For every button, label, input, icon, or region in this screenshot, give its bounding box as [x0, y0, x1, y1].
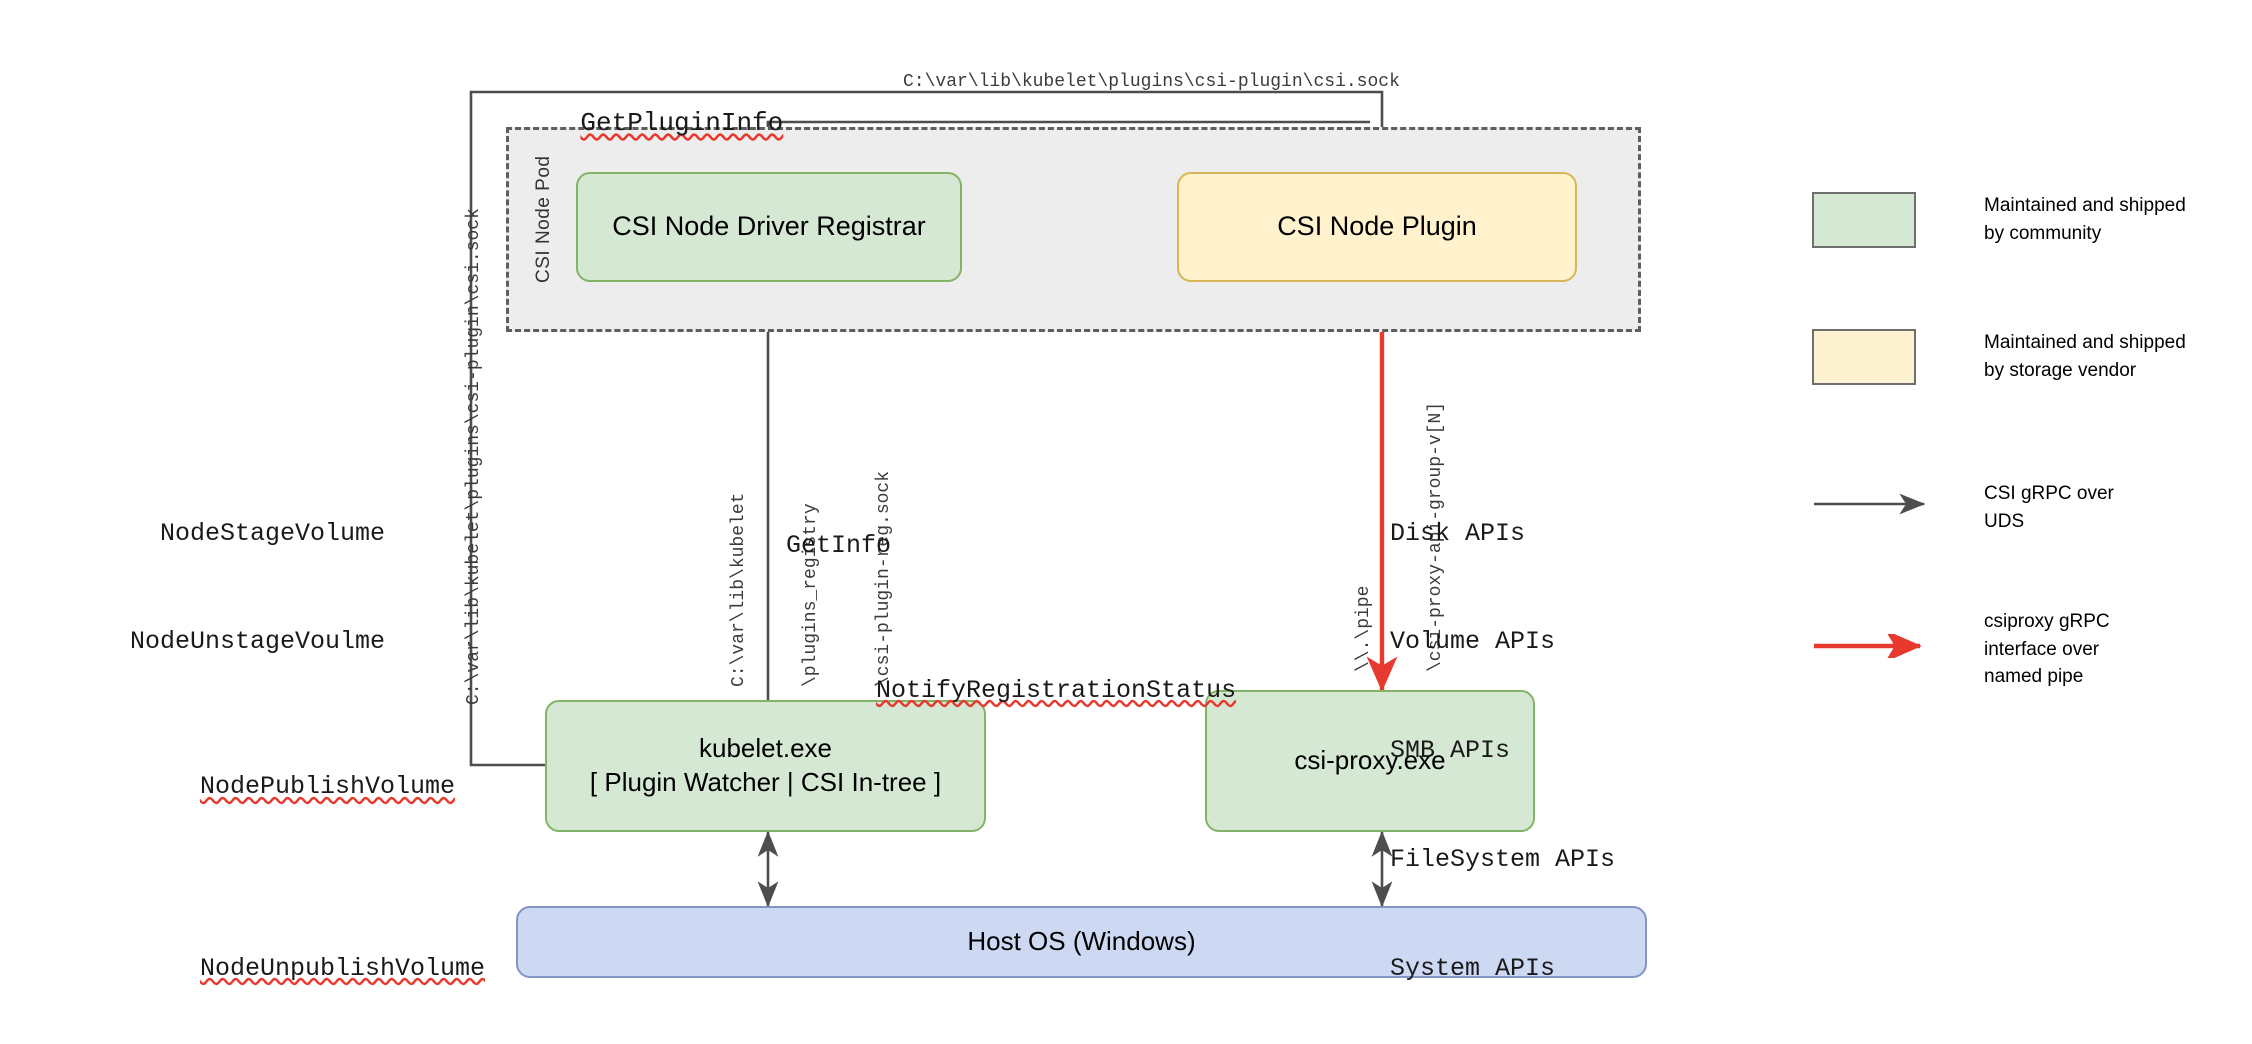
node-call-unstage-volume: NodeUnstageVoulme [129, 627, 385, 657]
node-csi-node-driver-registrar[interactable]: CSI Node Driver Registrar [576, 172, 962, 282]
legend-arrow-uds-icon [1814, 493, 1926, 515]
legend-item-community: Maintained and shipped by community [1812, 192, 2244, 248]
legend-label-csiproxy-grpc: csiproxy gRPC interface over named pipe [1984, 611, 2110, 688]
node-host-os[interactable]: Host OS (Windows) [516, 906, 1647, 978]
registrar-call-notify-registration-status: NotifyRegistrationStatus [786, 636, 1236, 745]
label-csi-sock-path-top: C:\var\lib\kubelet\plugins\csi-plugin\cs… [903, 72, 1400, 92]
label-node-service-calls: NodeStageVolume NodeUnstageVoulme NodePu… [110, 443, 485, 1044]
legend-swatch-community [1812, 192, 1916, 248]
kubelet-exe-title: kubelet.exe [699, 733, 832, 764]
legend-item-csiproxy-grpc: csiproxy gRPC interface over named pipe [1812, 611, 2214, 691]
node-call-unpublish-volume-text: NodeUnpublishVolume [200, 953, 486, 983]
node-kubelet-exe[interactable]: kubelet.exe [ Plugin Watcher | CSI In-tr… [545, 700, 986, 832]
proxy-api-system: System APIs [1390, 953, 1556, 983]
legend-label-storage-vendor: Maintained and shipped by storage vendor [1984, 332, 2186, 381]
proxy-api-filesystem: FileSystem APIs [1390, 844, 1616, 874]
node-csi-proxy-exe[interactable]: csi-proxy.exe [1205, 690, 1535, 832]
label-registrar-calls: GetInfo NotifyRegistrationStatus [786, 455, 1236, 818]
proxy-api-disk: Disk APIs [1390, 518, 1526, 548]
node-call-publish-volume-text: NodePublishVolume [200, 772, 456, 802]
node-call-publish-volume: NodePublishVolume [110, 733, 455, 842]
proxy-api-smb: SMB APIs [1390, 736, 1511, 765]
legend-item-storage-vendor: Maintained and shipped by storage vendor [1812, 329, 2252, 385]
notify-registration-status-text: NotifyRegistrationStatus [876, 675, 1237, 705]
kubelet-exe-subtitle: [ Plugin Watcher | CSI In-tree ] [589, 767, 942, 797]
legend-label-csi-grpc-uds: CSI gRPC over UDS [1984, 483, 2114, 532]
node-call-unpublish-volume: NodeUnpublishVolume [110, 914, 485, 1023]
node-csi-node-plugin[interactable]: CSI Node Plugin [1177, 172, 1577, 282]
node-call-stage-volume: NodeStageVolume [159, 518, 385, 548]
get-plugin-info-text: GetPluginInfo [580, 107, 784, 138]
label-csi-proxy-apis: Disk APIs Volume APIs SMB APIs FileSyste… [1390, 443, 1615, 1044]
registrar-call-get-info: GetInfo [786, 530, 892, 560]
legend-label-community: Maintained and shipped by community [1984, 195, 2186, 244]
legend-arrow-named-pipe-icon [1814, 634, 1922, 658]
label-get-plugin-info: GetPluginInfo [518, 67, 783, 180]
legend-item-csi-grpc-uds: CSI gRPC over UDS [1812, 483, 2224, 535]
proxy-api-volume: Volume APIs [1390, 627, 1556, 657]
legend-swatch-storage-vendor [1812, 329, 1916, 385]
